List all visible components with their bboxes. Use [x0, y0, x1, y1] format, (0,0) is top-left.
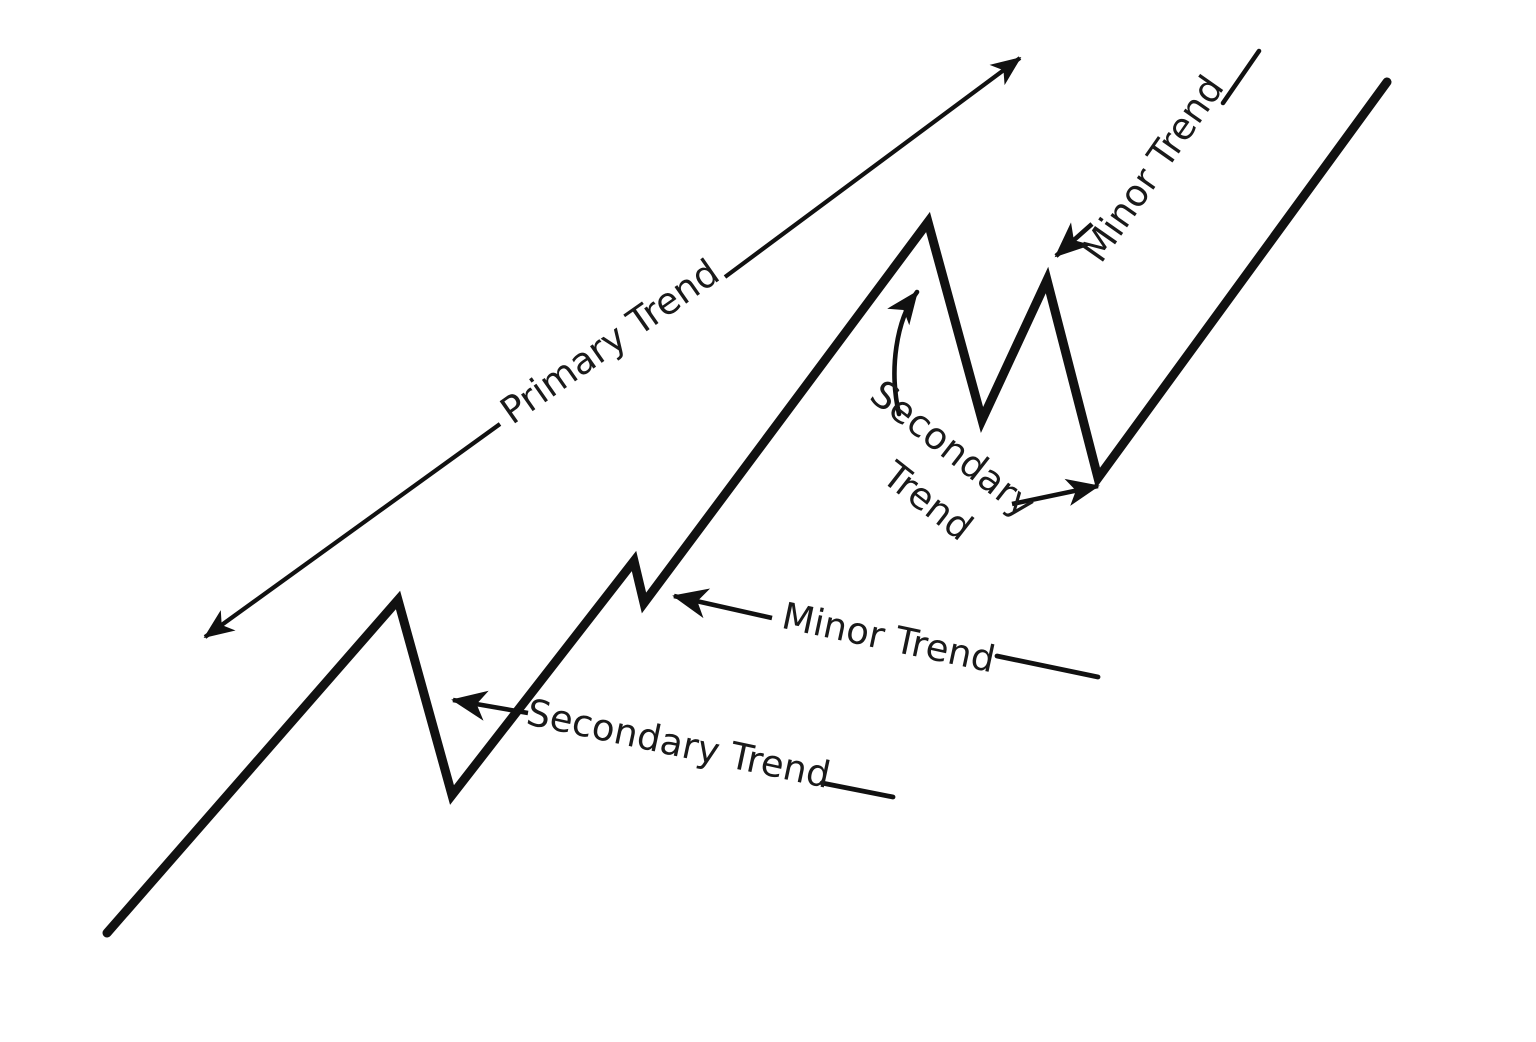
minor-trend-upper-arrow: [1054, 222, 1094, 258]
minor-trend-upper-label: Minor Trend: [1073, 68, 1232, 270]
primary-trend-arrow-left: [203, 422, 502, 639]
price-path-group: [102, 77, 1392, 938]
secondary-trend-straight-arrow: [1011, 478, 1100, 507]
secondary-trend-lower-tail: [819, 780, 896, 800]
secondary-trend-lower-arrow: [451, 690, 529, 721]
secondary-trend-curved-arrow: [887, 289, 920, 417]
secondary-trend-lower-label: Secondary Trend: [523, 691, 834, 797]
price-path-line: [102, 77, 1392, 938]
primary-trend-arrow-right: [723, 56, 1022, 279]
minor-trend-lower-tail: [994, 653, 1101, 680]
annotation-minor-trend-lower: Minor Trend: [672, 588, 1101, 681]
primary-trend-label: Primary Trend: [493, 251, 727, 433]
minor-trend-lower-arrow: [672, 588, 773, 621]
annotation-minor-trend-upper: Minor Trend: [1054, 48, 1262, 270]
minor-trend-lower-label: Minor Trend: [778, 594, 999, 681]
minor-trend-upper-tail: [1220, 48, 1262, 106]
